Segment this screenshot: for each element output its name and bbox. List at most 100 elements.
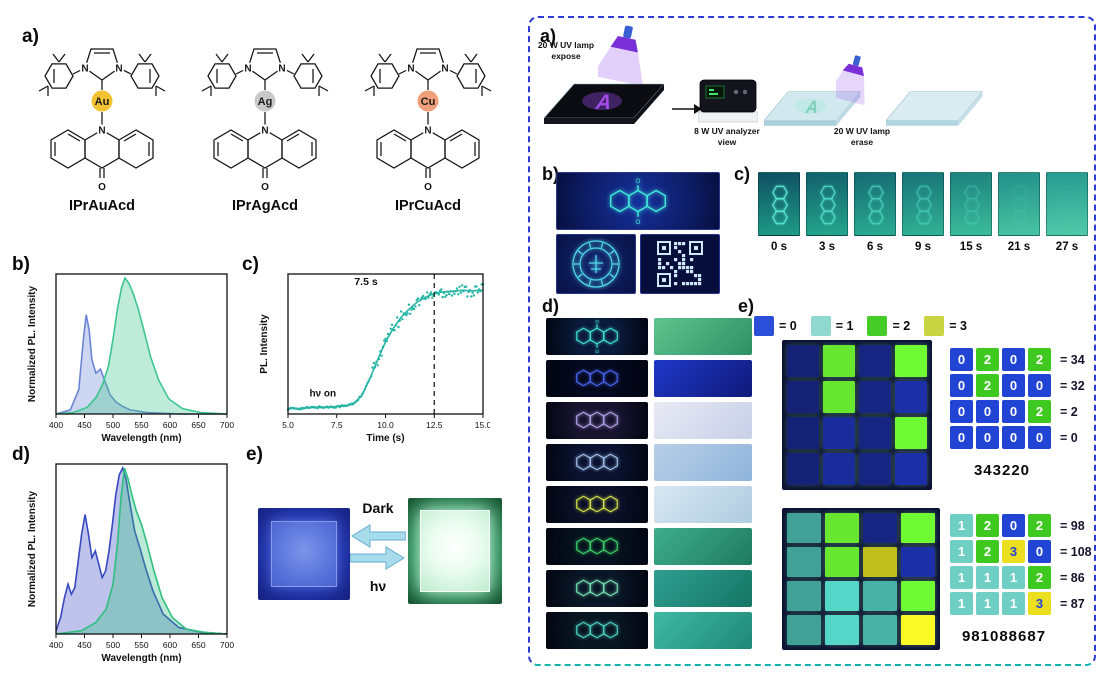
svg-text:N: N <box>244 64 251 75</box>
r-panel-label-d: d) <box>542 296 559 316</box>
svg-text:N: N <box>115 64 122 75</box>
svg-text:O: O <box>636 178 641 185</box>
erase-step: 0 s <box>758 172 800 253</box>
matrix-cell: 0 <box>976 426 999 449</box>
emblem-photo <box>556 234 636 294</box>
panel-label-a: a) <box>22 26 39 47</box>
erase-step: 9 s <box>902 172 944 253</box>
molecule-photo <box>546 486 648 523</box>
legend-item: = 0 <box>754 316 797 336</box>
erase-step-time: 21 s <box>1007 241 1031 253</box>
compound-name: IPrAuAcd <box>68 198 136 214</box>
row-sum: = 2 <box>1060 404 1078 419</box>
grid-cell <box>859 381 891 413</box>
matrix-cell: 0 <box>950 426 973 449</box>
exposed-plate: A <box>543 82 666 136</box>
erase-step-time: 9 s <box>915 241 931 253</box>
svg-text:400: 400 <box>49 640 63 650</box>
row-sum: = 98 <box>1060 518 1085 533</box>
svg-text:N: N <box>424 126 431 137</box>
emission-color-sample <box>654 570 752 607</box>
grid-cell <box>863 513 897 543</box>
grid-cell <box>825 615 859 645</box>
r-panel-label-c: c) <box>734 164 751 184</box>
emission-color-sample <box>654 612 752 649</box>
svg-text:Normalized PL. Intensity: Normalized PL. Intensity <box>27 285 38 402</box>
svg-text:450: 450 <box>77 420 91 430</box>
emission-color-sample <box>654 444 752 481</box>
lamp2-label: 20 W UV lamp erase <box>833 126 891 148</box>
matrix-cell: 2 <box>1028 348 1051 371</box>
row-sum: = 86 <box>1060 570 1085 585</box>
svg-text:550: 550 <box>134 640 148 650</box>
svg-text:O: O <box>261 182 269 193</box>
svg-text:700: 700 <box>220 420 234 430</box>
erase-step: 21 s <box>998 172 1040 253</box>
grid-cell <box>787 615 821 645</box>
molecule-row <box>546 486 752 523</box>
grid-cell <box>787 345 819 377</box>
svg-text:650: 650 <box>191 640 205 650</box>
svg-text:O: O <box>98 182 106 193</box>
compound-name: IPrAgAcd <box>231 198 299 214</box>
svg-text:O: O <box>636 219 641 226</box>
erase-step-photo <box>854 172 896 236</box>
svg-text:O: O <box>595 319 599 324</box>
svg-text:400: 400 <box>49 420 63 430</box>
sample-plate <box>420 510 490 592</box>
grid-cell <box>823 453 855 485</box>
sample-plate <box>271 521 337 587</box>
emission-color-sample <box>654 360 752 397</box>
uv-lamp-erase-icon <box>836 55 865 106</box>
svg-text:600: 600 <box>163 640 177 650</box>
legend-label: = 0 <box>779 319 797 333</box>
matrix-cell: 0 <box>1028 426 1051 449</box>
erase-step-time: 15 s <box>959 241 983 253</box>
svg-text:N: N <box>98 126 105 137</box>
molecule-photo <box>546 570 648 607</box>
erase-step: 27 s <box>1046 172 1088 253</box>
svg-text:N: N <box>81 64 88 75</box>
svg-text:N: N <box>441 64 448 75</box>
grid-cell <box>863 615 897 645</box>
legend-swatch <box>754 316 774 336</box>
molecule-row <box>546 360 752 397</box>
svg-text:Wavelength (nm): Wavelength (nm) <box>101 433 181 444</box>
svg-text:Time (s): Time (s) <box>366 433 404 444</box>
grid-cell <box>859 345 891 377</box>
svg-text:O: O <box>595 349 599 354</box>
grid-cell <box>787 417 819 449</box>
erase-step-photo <box>998 172 1040 236</box>
viewed-plate: A <box>763 90 862 136</box>
grid-cell <box>901 547 935 577</box>
emission-color-sample <box>654 318 752 355</box>
erase-step-photo <box>758 172 800 236</box>
molecule-row <box>546 402 752 439</box>
erase-step-photo <box>902 172 944 236</box>
matrix-cell: 1 <box>950 514 973 537</box>
matrix-cell: 2 <box>976 374 999 397</box>
molecule-row <box>546 528 752 565</box>
matrix-cell: 3 <box>1028 592 1051 615</box>
svg-text:hν on: hν on <box>309 388 336 399</box>
row-sum: = 32 <box>1060 378 1085 393</box>
grid-cell <box>859 453 891 485</box>
grid-cell <box>901 615 935 645</box>
analyzer-label: 8 W UV analyzer view <box>694 126 760 148</box>
row-sum: = 34 <box>1060 352 1085 367</box>
matrix-cell: 2 <box>976 540 999 563</box>
r-panel-label-a: a) <box>540 26 557 46</box>
grid-cell <box>863 581 897 611</box>
grid-cell <box>863 547 897 577</box>
svg-text:Cu: Cu <box>421 96 436 108</box>
matrix-cell: 3 <box>1002 540 1025 563</box>
erase-step-time: 3 s <box>819 241 835 253</box>
svg-text:15.0: 15.0 <box>475 420 490 430</box>
grid-cell <box>787 547 821 577</box>
